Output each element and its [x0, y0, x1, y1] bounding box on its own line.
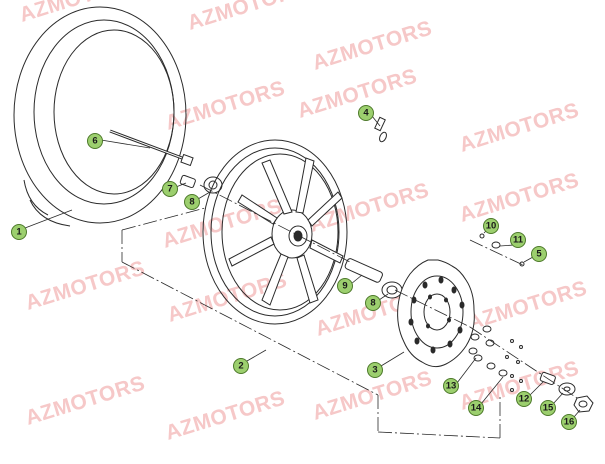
- callout-3: 3: [367, 362, 383, 378]
- callout-label: 8: [189, 197, 194, 208]
- callout-label: 3: [372, 365, 377, 376]
- watermark: AZMOTORS: [163, 77, 288, 135]
- callout-8-left: 8: [184, 194, 200, 210]
- callout-1: 1: [11, 224, 27, 240]
- callout-label: 11: [513, 235, 524, 246]
- left-spacer: [179, 174, 223, 194]
- callout-6: 6: [87, 133, 103, 149]
- watermark: AZMOTORS: [17, 0, 142, 27]
- callout-label: 9: [342, 281, 347, 292]
- assembly-lines: [121, 184, 581, 439]
- callout-label: 15: [543, 403, 554, 414]
- callout-label: 5: [536, 249, 542, 260]
- callout-14: 14: [468, 400, 484, 416]
- callout-label: 7: [167, 184, 172, 195]
- callout-9: 9: [337, 278, 353, 294]
- callout-label: 16: [564, 417, 575, 428]
- callout-label: 6: [92, 136, 97, 147]
- watermark: AZMOTORS: [185, 0, 310, 35]
- callout-16: 16: [561, 414, 577, 430]
- callout-label: 2: [238, 361, 243, 372]
- tire: [13, 6, 187, 227]
- callout-10: 10: [483, 218, 499, 234]
- axle: [109, 129, 194, 167]
- valve: [374, 116, 387, 143]
- callout-15: 15: [540, 400, 556, 416]
- watermark: AZMOTORS: [163, 387, 288, 445]
- fasteners: [468, 233, 525, 396]
- wheel-rim: [202, 139, 348, 325]
- watermark: AZMOTORS: [457, 99, 582, 157]
- callout-label: 12: [519, 394, 530, 405]
- right-axle-parts: [539, 371, 594, 413]
- callout-label: 13: [446, 381, 457, 392]
- callout-label: 1: [16, 227, 22, 238]
- callout-4: 4: [358, 105, 374, 121]
- watermark: AZMOTORS: [310, 17, 435, 75]
- callout-11: 11: [510, 232, 526, 248]
- watermark: AZMOTORS: [457, 169, 582, 227]
- watermark: AZMOTORS: [295, 65, 420, 123]
- callout-label: 8: [370, 298, 375, 309]
- callout-12: 12: [516, 391, 532, 407]
- callout-label: 10: [486, 221, 497, 232]
- callout-label: 14: [471, 403, 482, 414]
- callout-7: 7: [162, 181, 178, 197]
- callout-5: 5: [531, 246, 547, 262]
- callout-2: 2: [233, 358, 249, 374]
- watermark: AZMOTORS: [465, 277, 590, 335]
- wheel-spokes: [228, 157, 344, 306]
- callout-13: 13: [443, 378, 459, 394]
- callouts: 1 2 3 4 5 6 7 8: [11, 105, 577, 430]
- callout-label: 4: [363, 108, 369, 119]
- callout-8-right: 8: [365, 295, 381, 311]
- brake-disc: [397, 259, 475, 368]
- watermark: AZMOTORS: [23, 372, 148, 430]
- right-spacer: [344, 258, 403, 299]
